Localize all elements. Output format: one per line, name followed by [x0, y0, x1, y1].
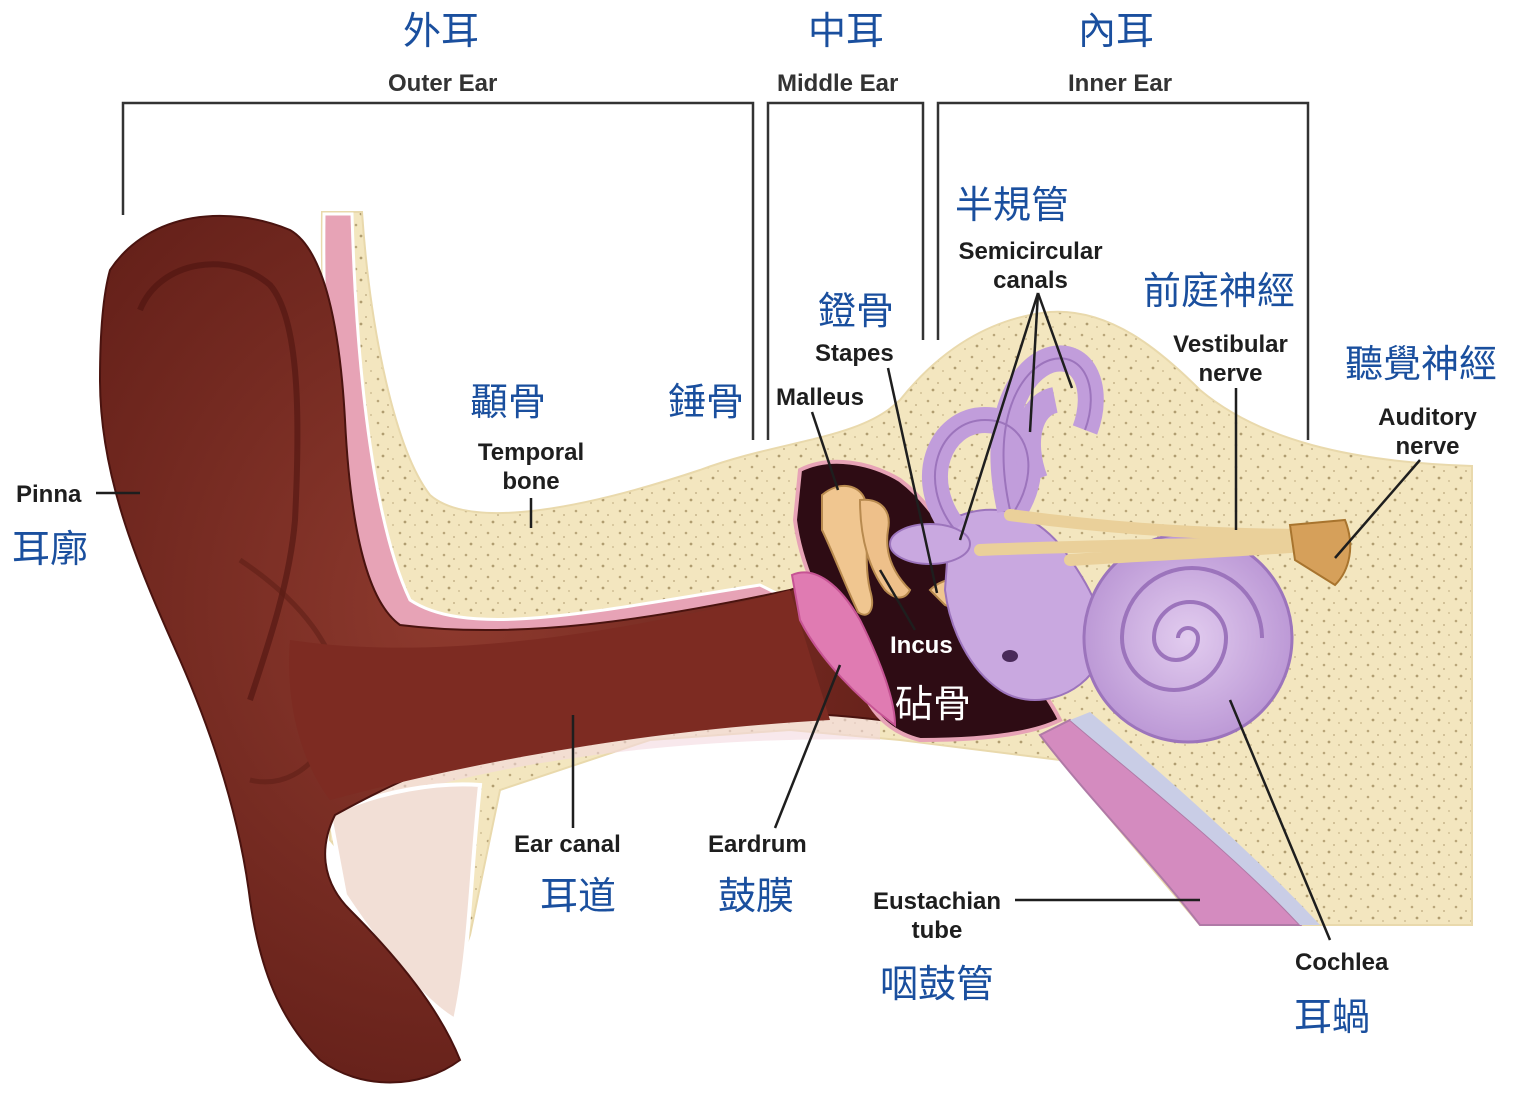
outer-ear-title-zh: 外耳 — [403, 12, 479, 50]
incus-label-en: Incus — [890, 631, 953, 660]
cochlea-shape — [1084, 534, 1292, 742]
inner-ear-title-zh: 內耳 — [1078, 12, 1154, 50]
ear-canal-label-zh: 耳道 — [540, 877, 616, 915]
pinna-label-zh: 耳廓 — [12, 530, 88, 568]
semicircular-label-en: Semicircular canals — [943, 237, 1118, 295]
semicircular-label-zh: 半規管 — [955, 186, 1069, 224]
cochlea-label-en: Cochlea — [1295, 948, 1388, 977]
ear-canal-label-en: Ear canal — [514, 830, 621, 859]
temporal-bone-label-zh: 顳骨 — [470, 383, 546, 421]
semicircular-line2: canals — [943, 266, 1118, 295]
vestibular-line2: nerve — [1158, 359, 1303, 388]
inner-ear-title-en: Inner Ear — [1068, 72, 1172, 96]
eardrum-label-en: Eardrum — [708, 830, 807, 859]
middle-ear-title-en: Middle Ear — [777, 72, 898, 96]
vestibular-nerve-label-zh: 前庭神經 — [1143, 272, 1295, 310]
vestibular-line1: Vestibular — [1158, 330, 1303, 359]
eustachian-label-zh: 咽鼓管 — [880, 965, 994, 1003]
outer-ear-title-en: Outer Ear — [388, 72, 497, 96]
eardrum-label-zh: 鼓膜 — [718, 877, 794, 915]
auditory-nerve-label-en: Auditory nerve — [1365, 403, 1490, 461]
stapes-label-zh: 鐙骨 — [818, 292, 894, 330]
eustachian-line1: Eustachian — [862, 887, 1012, 916]
middle-ear-title-zh: 中耳 — [808, 12, 884, 50]
malleus-label-zh: 錘骨 — [668, 383, 744, 421]
auditory-line2: nerve — [1365, 432, 1490, 461]
temporal-bone-line1: Temporal — [466, 438, 596, 467]
malleus-label-en: Malleus — [776, 383, 864, 412]
temporal-bone-label-en: Temporal bone — [466, 438, 596, 496]
stapes-label-en: Stapes — [815, 339, 894, 368]
round-window — [1002, 650, 1018, 662]
auditory-nerve-label-zh: 聽覺神經 — [1345, 345, 1497, 383]
cochlea-label-zh: 耳蝸 — [1294, 998, 1370, 1036]
vestibular-nerve-label-en: Vestibular nerve — [1158, 330, 1303, 388]
temporal-bone-line2: bone — [466, 467, 596, 496]
eustachian-line2: tube — [862, 916, 1012, 945]
eustachian-label-en: Eustachian tube — [862, 887, 1012, 945]
semicircular-line1: Semicircular — [943, 237, 1118, 266]
pinna-label-en: Pinna — [16, 480, 81, 509]
incus-label-zh: 砧骨 — [895, 685, 971, 723]
auditory-line1: Auditory — [1365, 403, 1490, 432]
